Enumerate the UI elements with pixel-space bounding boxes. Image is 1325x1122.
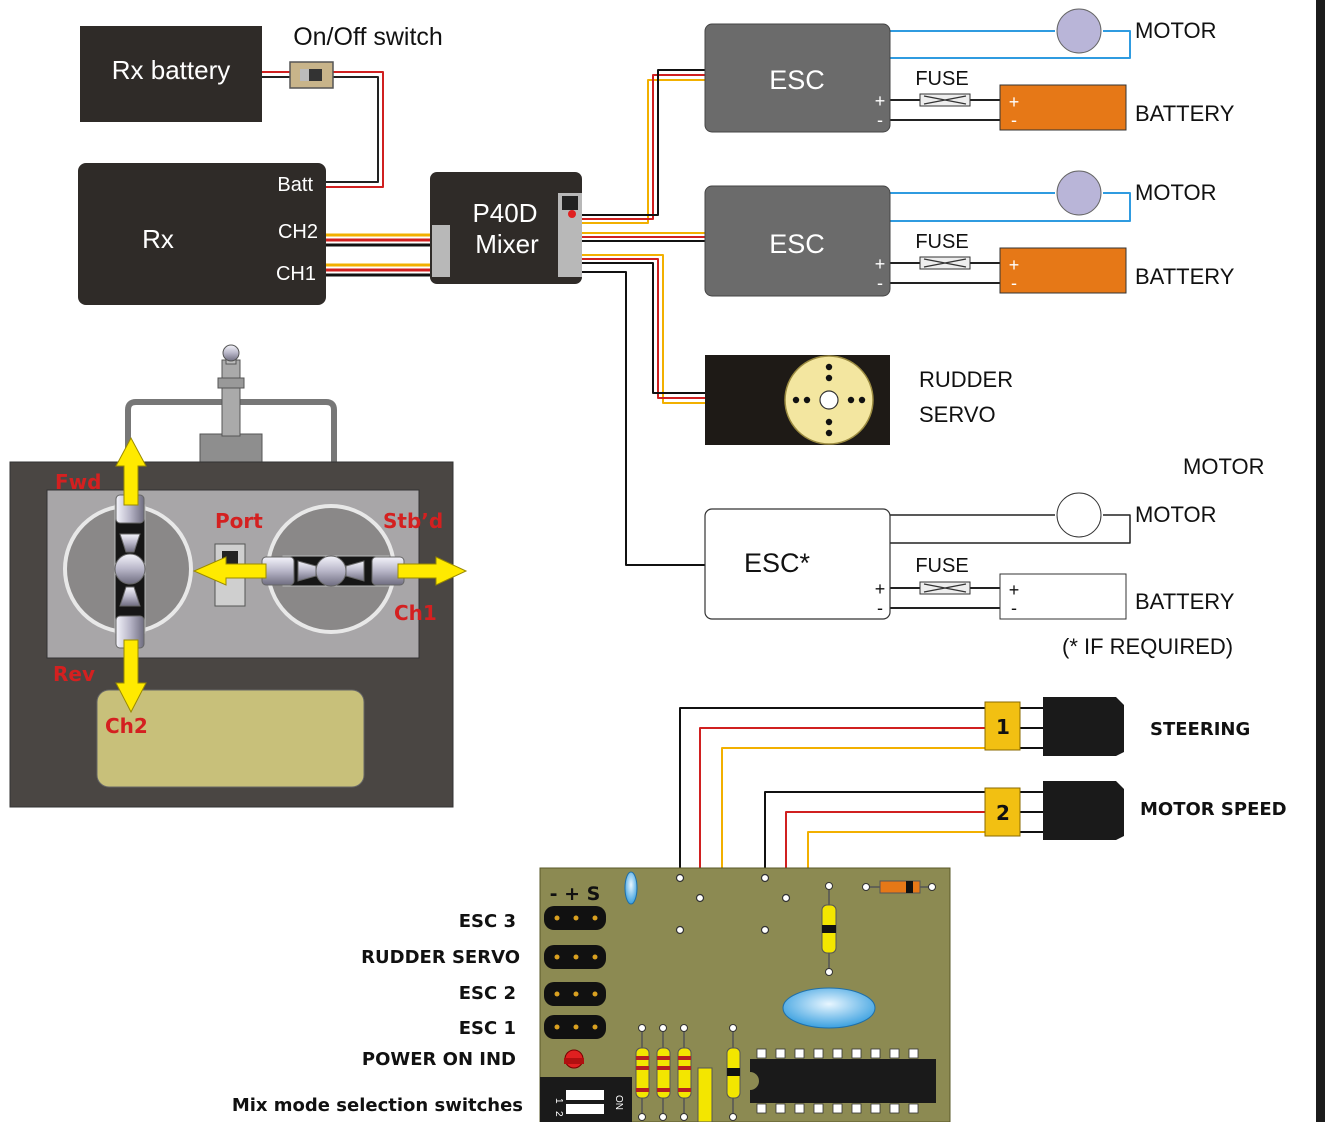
- mixer-subtitle: Mixer: [475, 229, 539, 259]
- battery-3-label: BATTERY: [1135, 589, 1235, 614]
- rev-label: Rev: [53, 662, 95, 686]
- pin-label-esc1: ESC 1: [459, 1018, 516, 1039]
- transmitter: [9, 344, 454, 808]
- mixer-title: P40D: [472, 198, 537, 228]
- mixer-led-housing: [562, 196, 578, 210]
- rx-battery: [80, 26, 262, 122]
- rx-port-ch2: CH2: [278, 221, 318, 243]
- esc-1-plus: +: [875, 91, 886, 111]
- battery-3-minus: -: [1011, 598, 1017, 618]
- battery-3: [999, 573, 1127, 620]
- pin-label-esc2: ESC 2: [459, 983, 516, 1004]
- rudder-servo-label-2: SERVO: [919, 402, 996, 427]
- motor-speed-label: MOTOR SPEED: [1140, 799, 1287, 820]
- motor-1-label: MOTOR: [1135, 18, 1216, 43]
- ch2-label: Ch2: [105, 714, 148, 738]
- esc-1: ESC + -: [704, 23, 891, 133]
- edge-bar: [1316, 0, 1325, 1122]
- battery-2-minus: -: [1011, 273, 1017, 293]
- dip-number-1: 1: [553, 1098, 564, 1104]
- fuse-3: [919, 581, 971, 595]
- port-label: Port: [215, 509, 263, 533]
- battery-1-plus: +: [1009, 92, 1020, 112]
- pin-headers: [544, 906, 606, 1039]
- switch-label: On/Off switch: [293, 23, 443, 51]
- rx-port-ch1: CH1: [276, 263, 316, 285]
- stbd-label: Stb’d: [383, 509, 443, 533]
- fuse-1: [919, 93, 971, 107]
- mixer-input-header: [432, 225, 450, 277]
- motor-3: [1056, 492, 1102, 538]
- connector-1-number: 1: [996, 715, 1010, 739]
- fuse-2-label: FUSE: [915, 231, 968, 253]
- esc-optional: ESC* + -: [704, 508, 891, 620]
- connector-2-number: 2: [996, 801, 1010, 825]
- motor-2-label: MOTOR: [1135, 180, 1216, 205]
- fuse-1-label: FUSE: [915, 68, 968, 90]
- motor-3-label: MOTOR: [1135, 502, 1216, 527]
- receiver: [78, 163, 326, 305]
- pin-label-rudder-servo: RUDDER SERVO: [361, 947, 520, 968]
- fuse-2: [919, 256, 971, 270]
- on-off-switch[interactable]: [289, 61, 334, 89]
- dip-on-label: ON: [613, 1095, 624, 1110]
- pin-label-power-on: POWER ON IND: [362, 1049, 516, 1070]
- esc-1-minus: -: [877, 110, 883, 130]
- motor-2: [1056, 170, 1102, 216]
- connector-1: 1: [984, 697, 1124, 756]
- esc-optional-label: ESC*: [744, 548, 811, 578]
- arrow-right-icon: [397, 556, 468, 586]
- mix-mode-switch-label: Mix mode selection switches: [232, 1095, 523, 1116]
- pin-label-esc3: ESC 3: [459, 911, 516, 932]
- esc-optional-minus: -: [877, 598, 883, 618]
- battery-1: [999, 84, 1127, 131]
- transmitter-arrows: [115, 436, 468, 714]
- esc-2-label: ESC: [769, 229, 825, 259]
- fuse-3-label: FUSE: [915, 555, 968, 577]
- dip-number-2: 2: [553, 1111, 564, 1117]
- rudder-servo: [705, 355, 890, 445]
- circuit-board: - + S 1 2 ON: [539, 867, 951, 1122]
- esc-2-plus: +: [875, 254, 886, 274]
- esc-2: ESC + -: [704, 185, 891, 297]
- p40d-mixer: [430, 172, 582, 284]
- motor-1: [1056, 8, 1102, 54]
- arrow-down-icon: [115, 639, 147, 714]
- battery-1-label: BATTERY: [1135, 101, 1235, 126]
- rudder-servo-label-1: RUDDER: [919, 367, 1013, 392]
- pin-header-label: - + S: [550, 883, 601, 905]
- rx-port-batt: Batt: [277, 174, 313, 196]
- esc-2-minus: -: [877, 273, 883, 293]
- battery-2-plus: +: [1009, 255, 1020, 275]
- battery-1-minus: -: [1011, 110, 1017, 130]
- battery-3-plus: +: [1009, 580, 1020, 600]
- esc-optional-plus: +: [875, 579, 886, 599]
- arrow-left-icon: [192, 556, 267, 586]
- connector-2: 2: [984, 781, 1124, 840]
- battery-2-label: BATTERY: [1135, 264, 1235, 289]
- receiver-label: Rx: [142, 224, 174, 254]
- esc-1-label: ESC: [769, 65, 825, 95]
- mixer-led: [568, 210, 576, 218]
- extra-motor-label: MOTOR: [1183, 454, 1264, 479]
- steering-label: STEERING: [1150, 719, 1250, 740]
- wires: [262, 30, 1131, 931]
- battery-2: [999, 247, 1127, 294]
- fwd-label: Fwd: [55, 470, 101, 494]
- arrow-up-icon: [115, 436, 147, 506]
- rx-battery-label: Rx battery: [112, 55, 231, 85]
- ch1-label: Ch1: [394, 601, 437, 625]
- if-required-note: (* IF REQUIRED): [1062, 634, 1233, 659]
